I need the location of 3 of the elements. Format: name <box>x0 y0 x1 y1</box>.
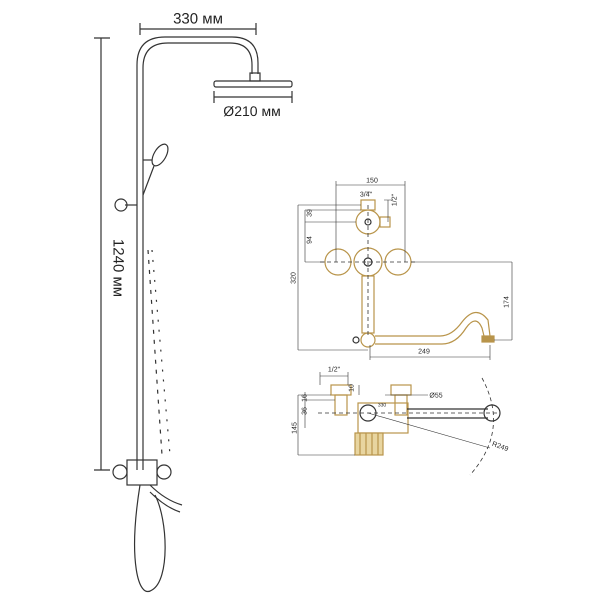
dimension-label: Ø210 мм <box>223 104 281 118</box>
dimension-label: 1240 мм <box>110 238 126 298</box>
dimension-label: 330 мм <box>173 12 223 26</box>
